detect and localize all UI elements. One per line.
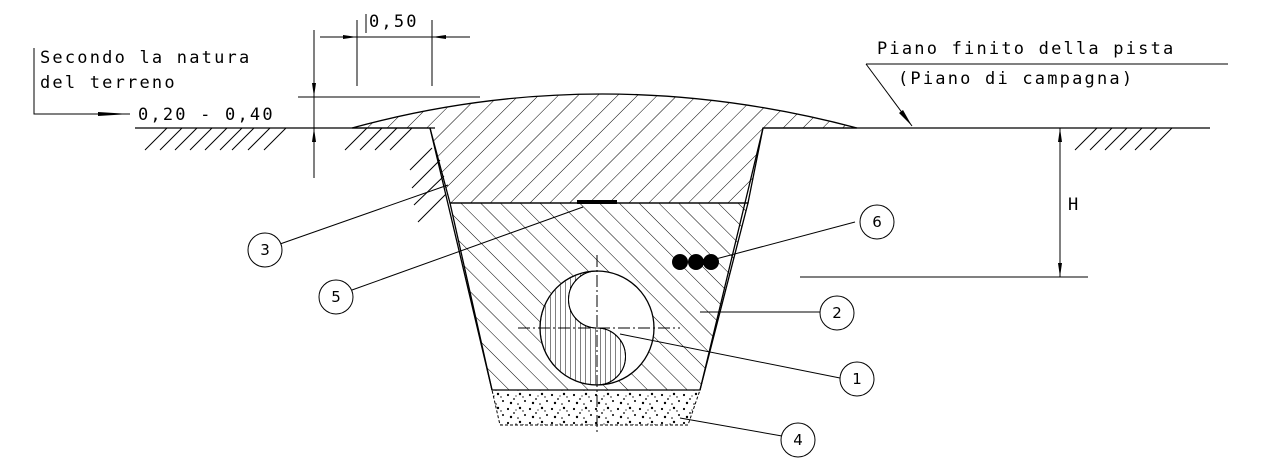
callout-2: 2 xyxy=(819,295,855,331)
warning-tape xyxy=(577,200,617,204)
width-label: 0,50 xyxy=(369,12,419,32)
soil-note-line1: Secondo la natura xyxy=(40,48,251,68)
callout-1: 1 xyxy=(839,361,875,397)
width-dimension: 0,50 xyxy=(320,12,470,86)
svg-text:1: 1 xyxy=(852,370,862,388)
callout-6: 6 xyxy=(859,204,895,240)
callout-3: 3 xyxy=(247,232,283,268)
svg-text:4: 4 xyxy=(793,431,803,449)
gravel-bedding xyxy=(491,389,701,426)
ground-hatch-marks xyxy=(144,127,1173,223)
svg-text:2: 2 xyxy=(832,304,842,322)
pipe-centerlines xyxy=(518,255,680,435)
depth-dimension: H xyxy=(800,128,1088,278)
backfill-mound xyxy=(351,93,858,204)
cables xyxy=(672,254,719,270)
cover-depth-label: 0,20 - 0,40 xyxy=(138,105,275,125)
surface-label: Piano finito della pista (Piano di campa… xyxy=(865,39,1228,127)
svg-text:3: 3 xyxy=(260,241,270,259)
callout-leaders xyxy=(279,184,856,437)
callout-4: 4 xyxy=(780,422,816,458)
callout-5: 5 xyxy=(318,279,354,315)
svg-text:5: 5 xyxy=(331,288,341,306)
pipe xyxy=(539,270,655,386)
cover-dimension: 0,20 - 0,40 Secondo la natura del terren… xyxy=(33,30,480,178)
surface-label-line2: (Piano di campagna) xyxy=(898,69,1134,89)
svg-text:6: 6 xyxy=(872,213,882,231)
soil-note-line2: del terreno xyxy=(40,73,177,93)
surface-label-line1: Piano finito della pista xyxy=(877,39,1175,59)
trench-walls xyxy=(429,127,764,391)
depth-symbol: H xyxy=(1068,195,1080,215)
